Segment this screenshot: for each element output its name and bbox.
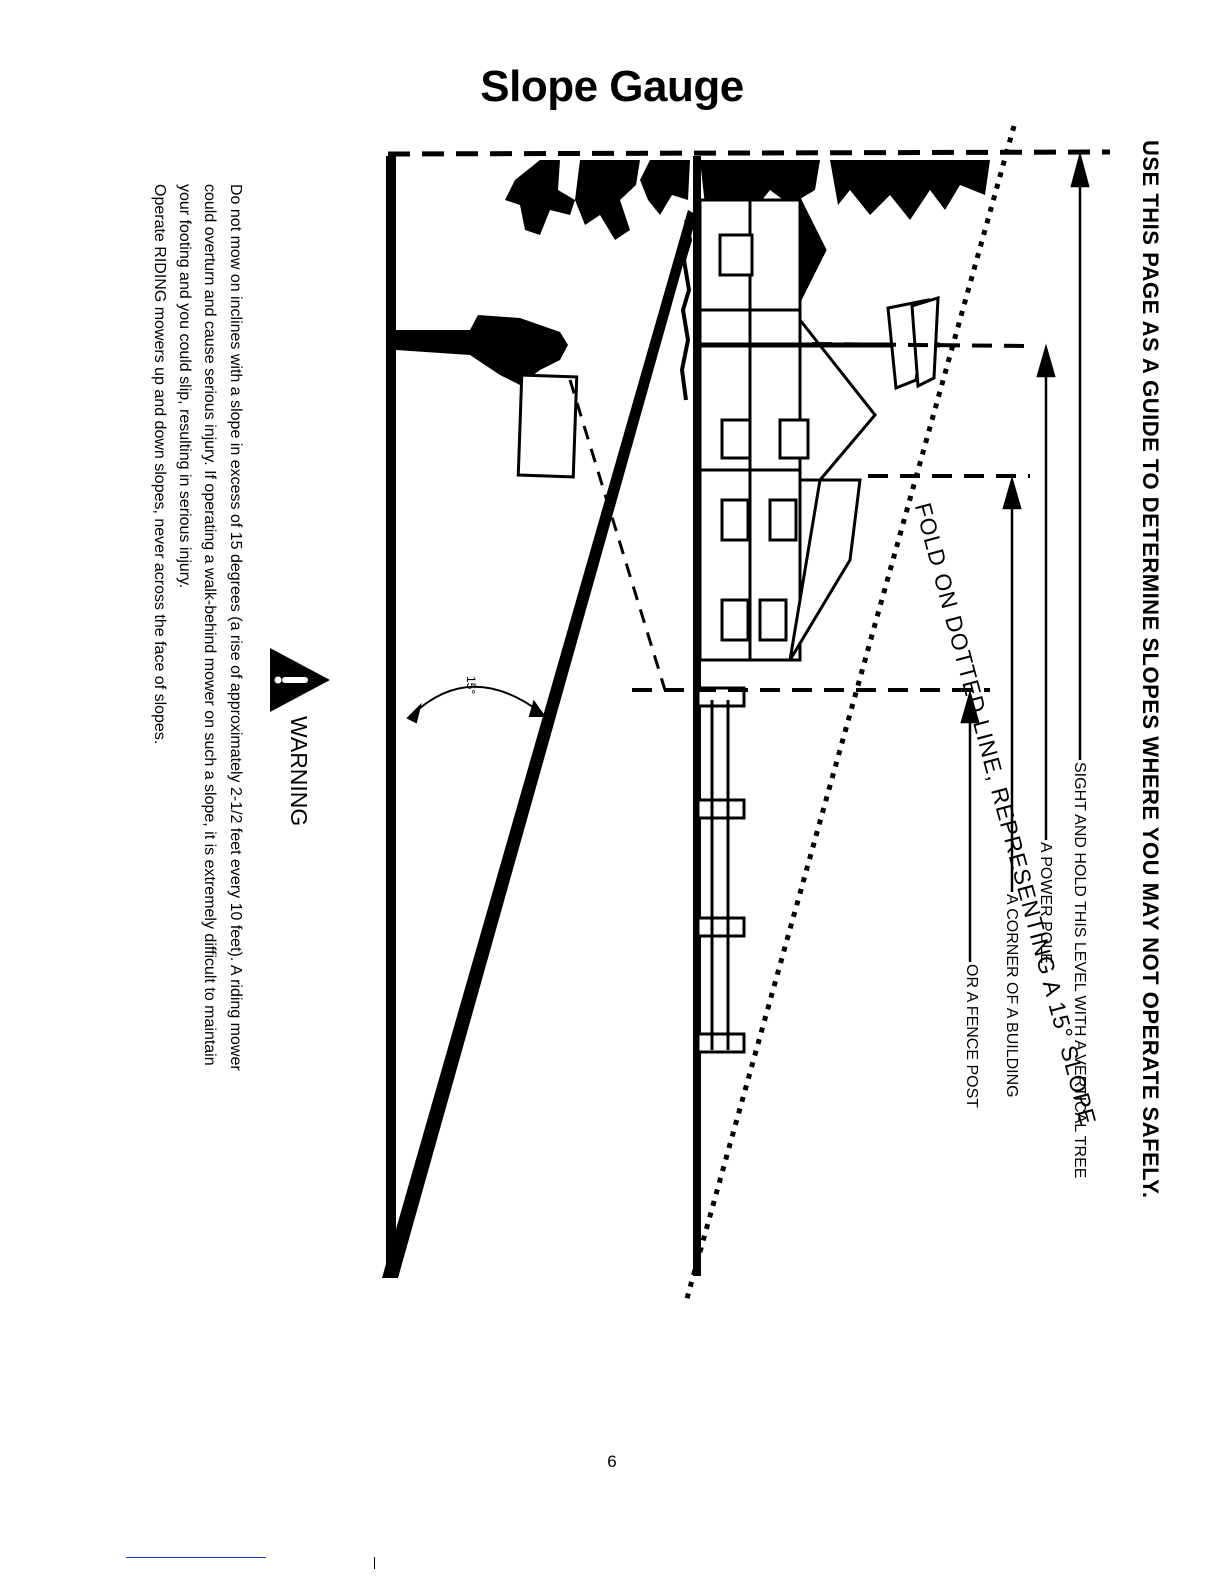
fence-illustration [696, 686, 746, 1054]
footer-rule [126, 1557, 266, 1558]
power-pole-dashed-line [811, 342, 1031, 348]
label-building-corner: A CORNER OF A BUILDING [1003, 894, 1020, 1098]
slope-wedge-panel [382, 156, 697, 1278]
warning-text-line-4: Operate RIDING mowers up and down slopes… [151, 184, 168, 745]
warning-triangle-icon [270, 648, 330, 712]
house-illustration [698, 198, 877, 662]
tree-silhouette [505, 160, 990, 240]
page-title: Slope Gauge [480, 62, 744, 111]
warning-text-line-3: your footing and you could slip, resulti… [176, 184, 193, 589]
top-dashed-line [387, 149, 1111, 157]
ground-line [693, 156, 701, 1276]
warning-text-line-2: could overturn and cause serious injury.… [201, 184, 218, 1066]
power-pole-illustration [700, 295, 940, 391]
footer-tick [374, 1557, 375, 1569]
warning-heading: WARNING [286, 716, 312, 827]
angle-label: 15° [464, 676, 478, 695]
angle-arc-15-degree [406, 685, 546, 724]
instruction-headline: USE THIS PAGE AS A GUIDE TO DETERMINE SL… [1138, 140, 1163, 1199]
sight-arrows [960, 151, 1090, 962]
warning-text-line-1: Do not mow on inclines with a slope in e… [227, 184, 244, 1071]
label-fence-post: OR A FENCE POST [963, 964, 980, 1109]
page-number: 6 [607, 1452, 617, 1471]
person-sighting-illustration [396, 315, 667, 691]
